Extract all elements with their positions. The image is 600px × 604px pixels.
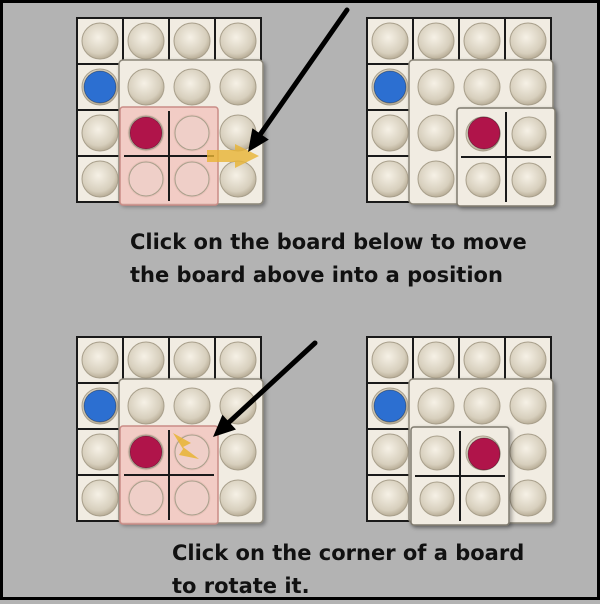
board-hole[interactable]	[219, 22, 257, 60]
board-hole[interactable]	[173, 68, 211, 106]
board-hole[interactable]	[219, 68, 257, 106]
small-board-hole[interactable]	[174, 480, 210, 516]
small-board-hole[interactable]	[419, 481, 455, 517]
board-hole[interactable]	[219, 479, 257, 517]
board-panel-move-before	[76, 17, 264, 206]
board-hole[interactable]	[81, 114, 119, 152]
rotate-instruction: Click on the corner of a board to rotate…	[172, 537, 524, 603]
move-pointer-arrow-shaft	[258, 7, 350, 137]
small-board-hole[interactable]	[465, 162, 501, 198]
rotate-instruction-line-1: Click on the corner of a board	[172, 541, 525, 565]
board-hole[interactable]	[509, 387, 547, 425]
board-hole[interactable]	[173, 22, 211, 60]
small-board-hole[interactable]	[174, 161, 210, 197]
red-piece	[467, 437, 501, 471]
board-hole[interactable]	[463, 68, 501, 106]
board-hole[interactable]	[417, 68, 455, 106]
board-hole[interactable]	[509, 68, 547, 106]
board-hole[interactable]	[509, 433, 547, 471]
board-hole[interactable]	[127, 68, 165, 106]
board-hole[interactable]	[417, 160, 455, 198]
board-hole[interactable]	[509, 479, 547, 517]
board-hole[interactable]	[463, 387, 501, 425]
board-hole[interactable]	[371, 160, 409, 198]
board-hole[interactable]	[127, 387, 165, 425]
board-hole[interactable]	[81, 22, 119, 60]
rotate-direction-marker	[173, 433, 199, 459]
rotate-instruction-line-2: to rotate it.	[172, 574, 310, 598]
board-hole[interactable]	[127, 22, 165, 60]
board-hole[interactable]	[173, 387, 211, 425]
red-piece	[467, 116, 501, 150]
blue-piece	[83, 70, 117, 104]
rotate-pointer-arrow-shaft	[226, 340, 318, 425]
small-board-hole[interactable]	[465, 481, 501, 517]
small-board-hole[interactable]	[511, 162, 547, 198]
board-hole[interactable]	[371, 114, 409, 152]
move-instruction-line-1: Click on the board below to move	[130, 230, 527, 254]
board-hole[interactable]	[371, 433, 409, 471]
move-direction-marker	[207, 144, 259, 168]
small-board-hole[interactable]	[128, 480, 164, 516]
blue-piece	[83, 389, 117, 423]
blue-piece	[373, 70, 407, 104]
board-hole[interactable]	[219, 341, 257, 379]
board-hole[interactable]	[219, 387, 257, 425]
board-hole[interactable]	[371, 22, 409, 60]
board-hole[interactable]	[417, 114, 455, 152]
board-hole[interactable]	[463, 22, 501, 60]
board-panel-rotate-after	[366, 336, 554, 526]
red-piece	[129, 116, 163, 150]
board-hole[interactable]	[509, 341, 547, 379]
small-board-hole[interactable]	[128, 161, 164, 197]
move-pointer-arrow-head	[248, 128, 269, 152]
board-hole[interactable]	[81, 160, 119, 198]
move-instruction-line-2: the board above into a position	[130, 263, 503, 287]
board-hole[interactable]	[81, 341, 119, 379]
small-board-hole[interactable]	[174, 115, 210, 151]
board-hole[interactable]	[417, 341, 455, 379]
board-hole[interactable]	[173, 341, 211, 379]
small-board-hole[interactable]	[511, 116, 547, 152]
rotate-pointer-arrow-head	[213, 414, 236, 437]
move-instruction: Click on the board below to move the boa…	[130, 226, 527, 292]
board-hole[interactable]	[509, 22, 547, 60]
small-board-hole[interactable]	[419, 435, 455, 471]
board-hole[interactable]	[371, 479, 409, 517]
board-hole[interactable]	[417, 387, 455, 425]
board-panel-rotate-before	[76, 336, 264, 525]
board-hole[interactable]	[417, 22, 455, 60]
board-hole[interactable]	[127, 341, 165, 379]
board-hole[interactable]	[81, 479, 119, 517]
board-hole[interactable]	[219, 433, 257, 471]
board-panel-move-after	[366, 17, 556, 207]
blue-piece	[373, 389, 407, 423]
board-hole[interactable]	[463, 341, 501, 379]
red-piece	[129, 435, 163, 469]
board-hole[interactable]	[371, 341, 409, 379]
board-hole[interactable]	[81, 433, 119, 471]
